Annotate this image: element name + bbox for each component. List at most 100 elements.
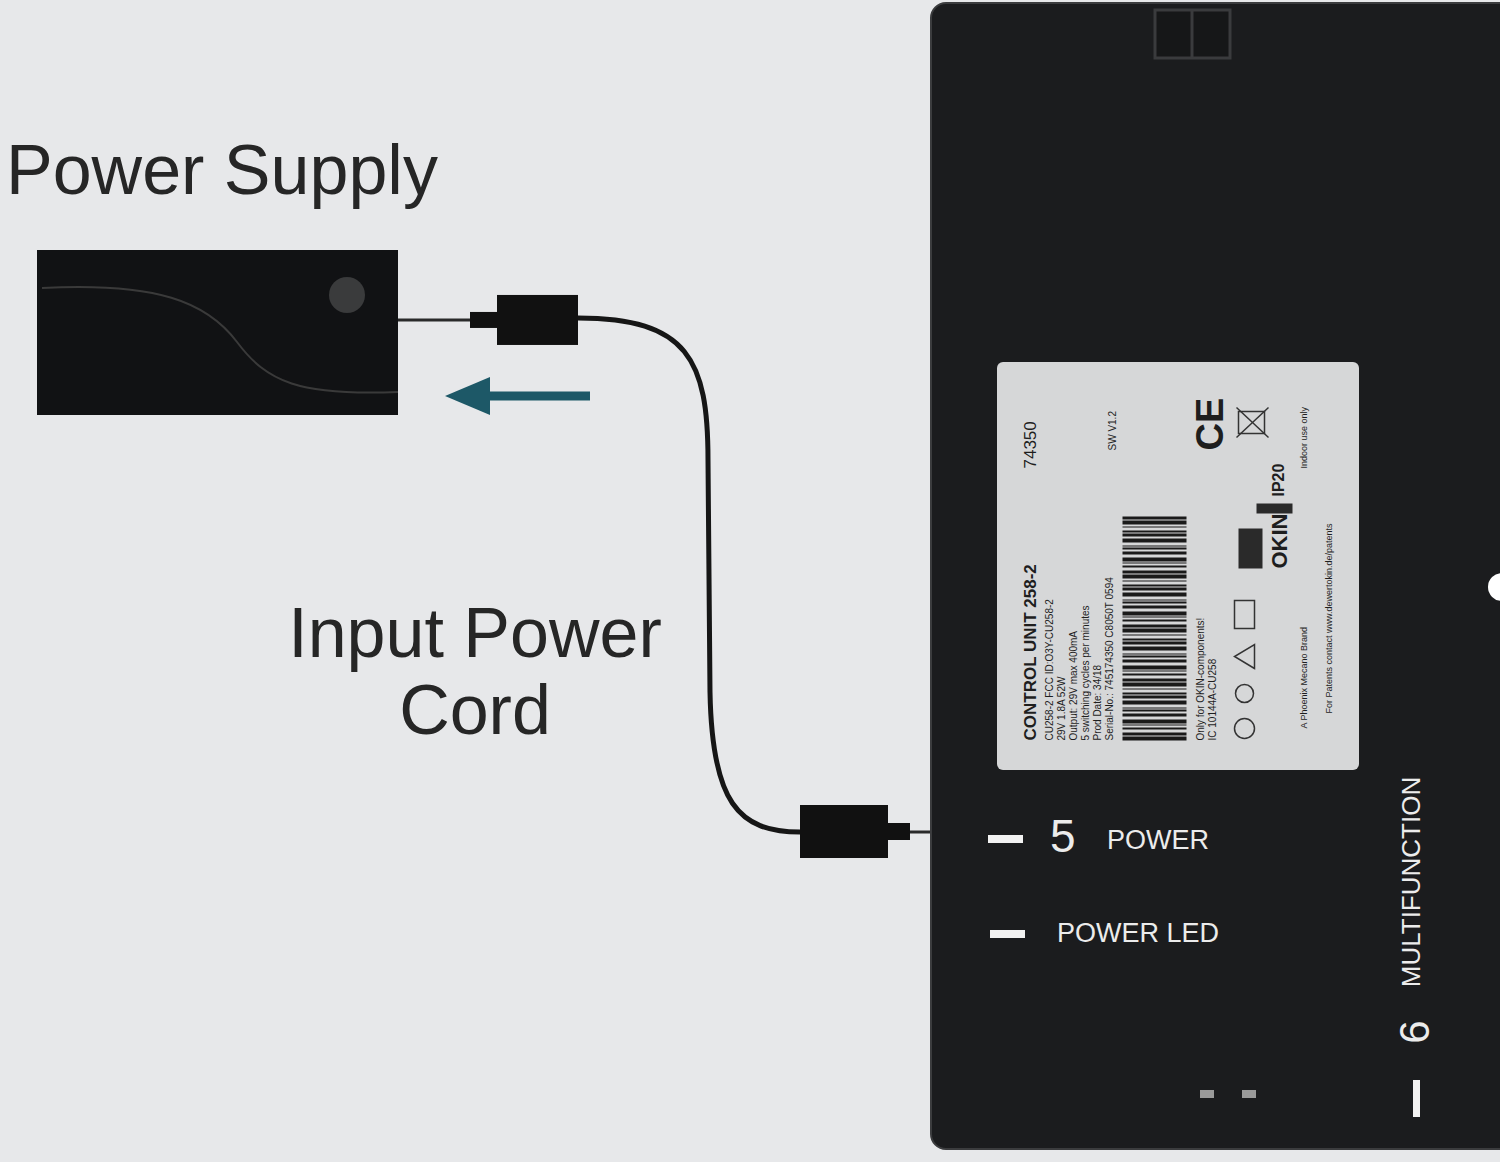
bottom-mark: [1200, 1090, 1214, 1098]
cert-icon: [1235, 685, 1253, 703]
brand-icon: [1238, 529, 1262, 569]
barcode-bar: [1122, 548, 1186, 550]
bottom-mark: [1242, 1090, 1256, 1098]
barcode-bar: [1122, 571, 1186, 574]
brand-logo: OKIN: [1266, 514, 1291, 569]
weee-cross: [1236, 408, 1268, 438]
cert-icon: [1234, 719, 1254, 739]
barcode-bar: [1122, 546, 1186, 547]
power-supply-detail: [37, 250, 398, 415]
barcode-bar: [1122, 629, 1186, 633]
barcode-bar: [1122, 642, 1186, 645]
barcode-bar: [1122, 531, 1186, 533]
barcode-bar: [1122, 666, 1186, 670]
barcode-bar: [1122, 606, 1186, 609]
brand-line: A Phoenix Mecano Brand: [1298, 627, 1308, 729]
top-notch: [1155, 10, 1230, 58]
barcode-bar: [1122, 737, 1186, 741]
insert-arrow-head: [445, 377, 490, 415]
ce-mark: CE: [1188, 398, 1232, 451]
cord-gap: [910, 831, 930, 834]
barcode-bar: [1122, 558, 1186, 562]
barcode-bar: [1122, 725, 1186, 726]
notch-divider: [1191, 10, 1194, 58]
port-number: 6: [1391, 1020, 1439, 1043]
barcode-bar: [1122, 602, 1186, 604]
barcode-bar: [1122, 635, 1186, 636]
serial-number: Serial-No.: 745174350 C8050T 0594: [1103, 577, 1115, 740]
spec-line: IC 10144A-CU258: [1206, 659, 1218, 741]
control-unit-housing: CONTROL UNIT 258-2 74350CU258-2 FCC ID:O3…: [930, 2, 1500, 1150]
barcode-bar: [1122, 654, 1186, 655]
barcode-bar: [1122, 575, 1186, 579]
barcode-bar: [1122, 720, 1186, 724]
barcode-bar: [1122, 671, 1186, 672]
barcode-bar: [1122, 617, 1186, 618]
spec-line: 29V 1.8A 52W: [1055, 677, 1067, 741]
note-line: Indoor use only: [1298, 407, 1308, 469]
cord-label: Input Power Cord: [280, 595, 670, 749]
port-number: 5: [1050, 810, 1076, 863]
barcode-bar: [1122, 552, 1186, 555]
weee-cross: [1236, 408, 1268, 438]
port-name: POWER: [1107, 825, 1209, 856]
barcode-bar: [1122, 534, 1186, 537]
barcode-bar: [1122, 625, 1186, 628]
barcode-bar: [1122, 683, 1186, 687]
barcode-bar: [1122, 701, 1186, 705]
barcode-bar: [1122, 639, 1186, 641]
barcode-bar: [1122, 612, 1186, 616]
logo-bar: [1256, 504, 1292, 514]
barcode-bar: [1122, 600, 1186, 601]
barcode-bar: [1122, 588, 1186, 591]
barcode-bar: [1122, 689, 1186, 690]
cert-icon: [1234, 645, 1254, 669]
note-line: Only for OKIN-components!: [1194, 618, 1206, 741]
barcode-bar: [1122, 517, 1186, 520]
rotated-label-frame: CONTROL UNIT 258-2 74350CU258-2 FCC ID:O3…: [998, 364, 1358, 769]
software-version: SW V1.2: [1106, 411, 1118, 450]
barcode-bar: [1122, 620, 1186, 622]
cert-icon: [1234, 601, 1254, 629]
port-mark: [1413, 1080, 1420, 1117]
cord-gap: [398, 318, 470, 321]
barcode-bar: [1122, 647, 1186, 651]
barcode-bar: [1122, 656, 1186, 658]
plug-body: [497, 295, 578, 345]
ip-rating: IP20: [1269, 464, 1287, 497]
component-heading: Power Supply: [6, 130, 438, 211]
barcode-bar: [1122, 539, 1186, 543]
barcode-bar: [1122, 581, 1186, 582]
barcode-bar: [1122, 714, 1186, 717]
barcode-bar: [1122, 674, 1186, 676]
power-cord: [398, 295, 930, 858]
spec-line: 5 switching cycles per minutes: [1079, 605, 1091, 740]
barcode-bar: [1122, 563, 1186, 564]
barcode-bar: [1122, 527, 1186, 528]
spec-line: CU258-2 FCC ID:O3Y-CU258-2: [1043, 599, 1055, 740]
plug-body: [800, 805, 888, 858]
barcode-bar: [1122, 679, 1186, 682]
edge-dot: [1488, 573, 1500, 601]
barcode-bar: [1122, 521, 1186, 525]
port-name: MULTIFUNCTION: [1397, 777, 1427, 987]
barcode-bar: [1122, 733, 1186, 736]
port-mark: [988, 835, 1023, 843]
led-mark: [990, 930, 1025, 938]
barcode-bar: [1122, 696, 1186, 699]
barcode-bar: [1122, 710, 1186, 712]
plug-pin: [470, 312, 498, 328]
insert-arrow-shaft: [480, 392, 590, 401]
patent-line: For Patents contact www.dewertokin.de/pa…: [1323, 523, 1333, 713]
model-name: CONTROL UNIT 258-2: [1020, 564, 1040, 740]
spec-line: Prod Date: 34/18: [1091, 665, 1103, 741]
part-number: 74350: [1020, 421, 1040, 468]
cord-line: [578, 318, 800, 832]
barcode-bar: [1122, 566, 1186, 568]
barcode-bar: [1122, 593, 1186, 597]
barcode-bar: [1122, 693, 1186, 695]
barcode-bar: [1122, 660, 1186, 663]
power-supply-box: Power Supply: [37, 250, 398, 415]
rating-sticker: CONTROL UNIT 258-2 74350CU258-2 FCC ID:O3…: [997, 362, 1359, 770]
